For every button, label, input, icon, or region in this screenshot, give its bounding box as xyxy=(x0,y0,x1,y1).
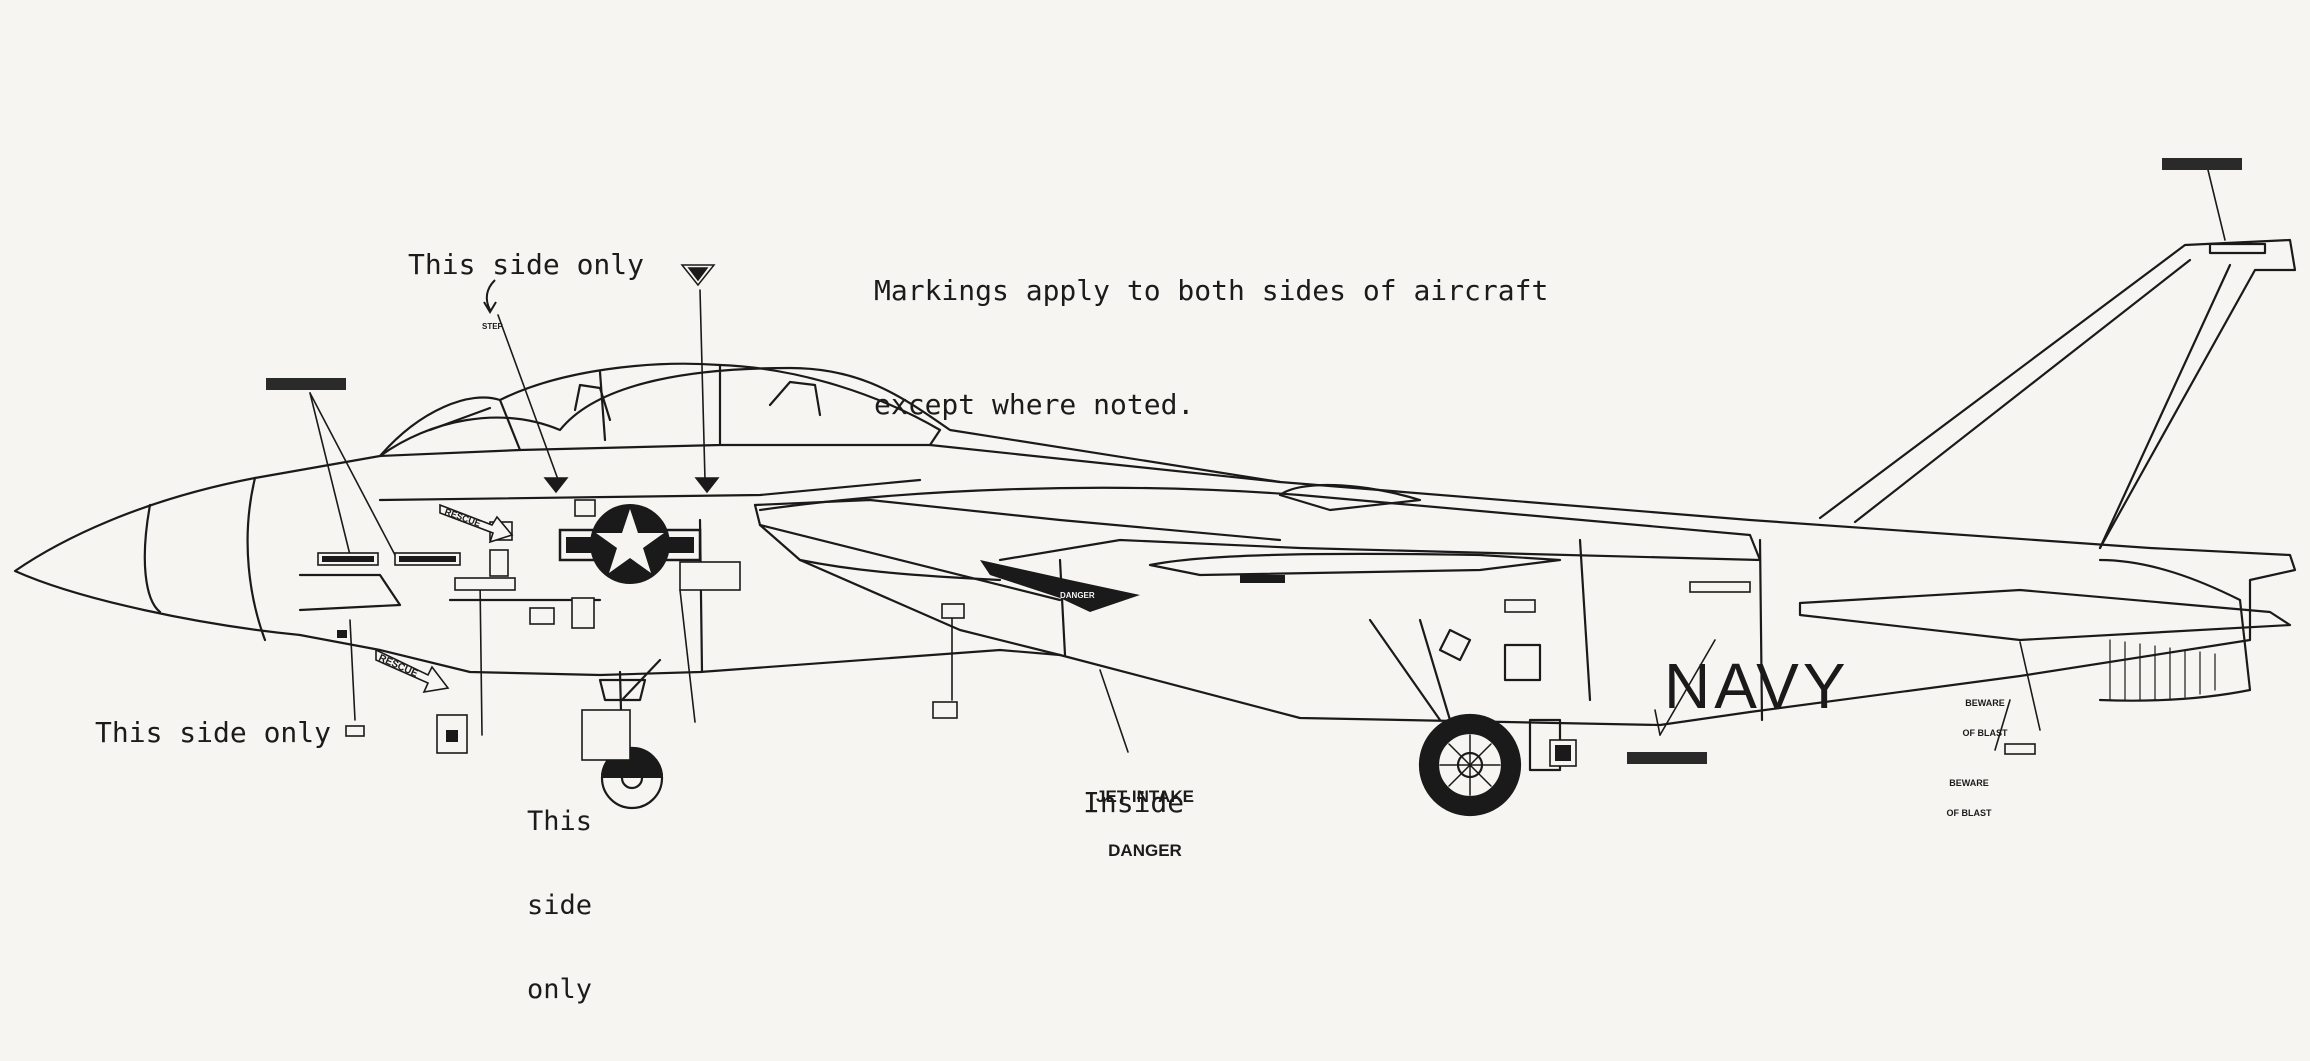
step-label: STEP xyxy=(482,322,504,331)
beware-upper-line2: OF BLAST xyxy=(1962,728,2008,738)
rescue-arrow-lower: RESCUE xyxy=(375,648,450,694)
national-insignia xyxy=(558,504,702,584)
horizontal-stabilizer xyxy=(1798,588,2292,642)
markings-note-line2: except where noted. xyxy=(874,388,1195,421)
radome-line xyxy=(143,503,162,614)
stripe-lower xyxy=(1627,752,1707,764)
danger-chevron: DANGER xyxy=(980,560,1140,612)
aircraft-drawing: DANGER RESCUE RESCUE STEP NAVY xyxy=(13,158,2297,817)
stack-line-3: only xyxy=(526,974,593,1005)
jet-intake-line2: DANGER xyxy=(1108,841,1182,860)
rescue-label-front: RESCUE xyxy=(443,506,482,528)
beware-of-blast-upper: BEWARE OF BLAST xyxy=(1960,678,2010,758)
jet-intake-line1: JET INTAKE xyxy=(1096,787,1194,806)
danger-label: DANGER xyxy=(1060,591,1095,600)
triangle-marker-left xyxy=(543,477,569,494)
stack-line-1: This xyxy=(526,806,593,837)
beware-of-blast-lower: BEWARE OF BLAST xyxy=(1944,758,1994,838)
intake xyxy=(758,523,1062,657)
curved-arrow-icon xyxy=(483,279,497,314)
beware-lower-line2: OF BLAST xyxy=(1946,808,1992,818)
stripe-nose xyxy=(266,378,346,390)
exhaust xyxy=(2098,558,2252,702)
navy-marking: NAVY xyxy=(1664,650,1850,722)
stripe-tail xyxy=(2162,158,2242,170)
beware-lower-line1: BEWARE xyxy=(1949,778,1989,788)
inside-label: Inside xyxy=(1083,786,1185,819)
decal-placement-diagram: DANGER RESCUE RESCUE STEP NAVY Markings … xyxy=(13,158,2297,1004)
rescue-label-lower: RESCUE xyxy=(377,653,420,680)
stack-line-2: side xyxy=(526,890,593,921)
wing-glove xyxy=(753,498,1282,542)
markings-note-line1: Markings apply to both sides of aircraft xyxy=(874,274,1549,307)
this-side-only-stack: This side only xyxy=(522,752,597,1060)
main-gear xyxy=(1368,618,1562,817)
vertical-tail xyxy=(1818,238,2297,550)
markings-note: Markings apply to both sides of aircraft… xyxy=(874,196,1548,500)
this-side-only-left: This side only xyxy=(95,716,332,749)
jet-intake-warning: JET INTAKE DANGER xyxy=(1085,752,1205,896)
this-side-only-top: This side only xyxy=(408,248,645,281)
beware-upper-line1: BEWARE xyxy=(1965,698,2005,708)
canopy xyxy=(378,396,522,458)
rescue-arrow-front: RESCUE xyxy=(439,503,514,544)
triangle-marker-right xyxy=(694,477,720,494)
wing xyxy=(758,486,1762,562)
